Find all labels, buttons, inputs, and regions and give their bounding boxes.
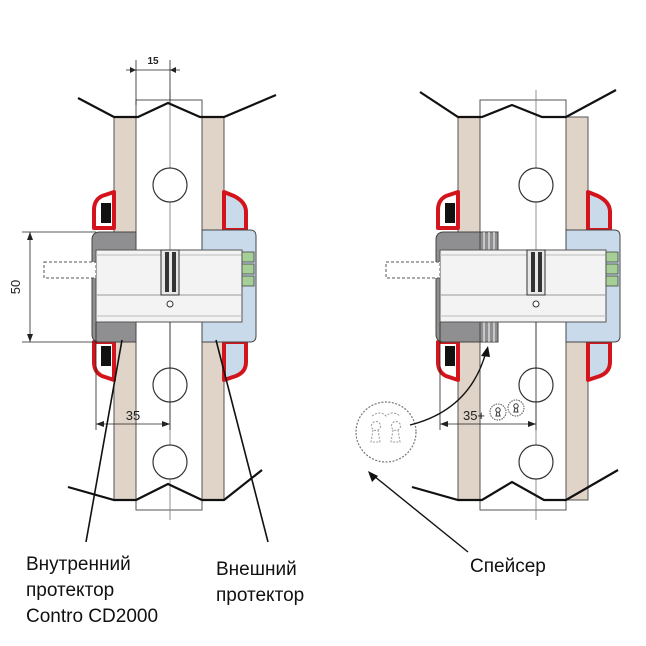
small-spacer-icon-1: [489, 403, 507, 421]
right-green-cam-1: [605, 251, 619, 263]
right-hole-bottom: [518, 444, 554, 480]
right-fixing-screw-hole: [532, 300, 540, 308]
left-green-cam-2: [241, 263, 255, 275]
spacer-arrowhead-stack: [481, 346, 490, 357]
left-hole-top: [152, 167, 188, 203]
left-bottom-break-line: [67, 469, 263, 502]
label-inner-protector-line-1: Внутренний: [26, 554, 131, 575]
leader-inner-protector: [85, 339, 123, 543]
label-inner-protector-line-2: протектор: [26, 580, 114, 601]
dimension-50-label: 50: [8, 280, 23, 294]
right-outer-protector-bottom: [586, 340, 612, 382]
label-outer-protector: Внешний протектор: [216, 559, 304, 606]
right-outer-protector-top: [586, 190, 612, 232]
dimension-35-plus: 35+: [439, 322, 537, 430]
label-inner-protector-line-3: Contro CD2000: [26, 606, 158, 627]
small-spacer-icon-2: [507, 399, 525, 417]
left-key-stub: [43, 261, 97, 279]
dimension-50: 50: [8, 231, 96, 343]
label-outer-protector-line-1: Внешний: [216, 559, 297, 580]
left-hole-bottom: [152, 444, 188, 480]
right-top-break-line: [419, 89, 617, 119]
spacer-label-leader: [373, 475, 469, 553]
right-key-stub: [385, 261, 441, 279]
label-inner-protector: Внутренний протектор Contro CD2000: [26, 554, 158, 627]
right-cylinder-body: [439, 249, 607, 323]
label-outer-protector-line-2: протектор: [216, 585, 304, 606]
leader-outer-protector: [215, 339, 269, 543]
right-assembly: 35+: [355, 89, 621, 553]
spacer-arrowhead-ring: [368, 471, 378, 482]
right-bottom-break-line: [411, 469, 619, 502]
right-green-cam-2: [605, 263, 619, 275]
dimension-35-left: 35: [95, 322, 171, 430]
left-inner-protector-bottom-pad: [101, 346, 111, 366]
right-green-cam-3: [605, 275, 619, 287]
label-spacer: Спейсер: [470, 556, 546, 577]
right-cam: [526, 249, 546, 296]
left-cam: [160, 249, 180, 296]
right-hole-top: [518, 167, 554, 203]
left-green-cam-1: [241, 251, 255, 263]
left-fixing-screw-hole: [166, 300, 174, 308]
left-inner-protector-top-pad: [101, 203, 111, 223]
dimension-35-left-label: 35: [126, 408, 140, 423]
left-outer-protector-top: [222, 190, 248, 232]
dimension-35-plus-label: 35+: [463, 408, 485, 423]
dimension-15-label: 15: [147, 56, 159, 67]
left-green-cam-3: [241, 275, 255, 287]
spacer-leader-to-stack: [409, 351, 487, 426]
left-outer-protector-bottom: [222, 340, 248, 382]
left-top-break-line: [77, 93, 277, 119]
spacer-ring-illustration: [355, 401, 417, 463]
left-assembly: 15 50 35: [8, 56, 277, 543]
dimension-15: 15: [126, 56, 180, 105]
